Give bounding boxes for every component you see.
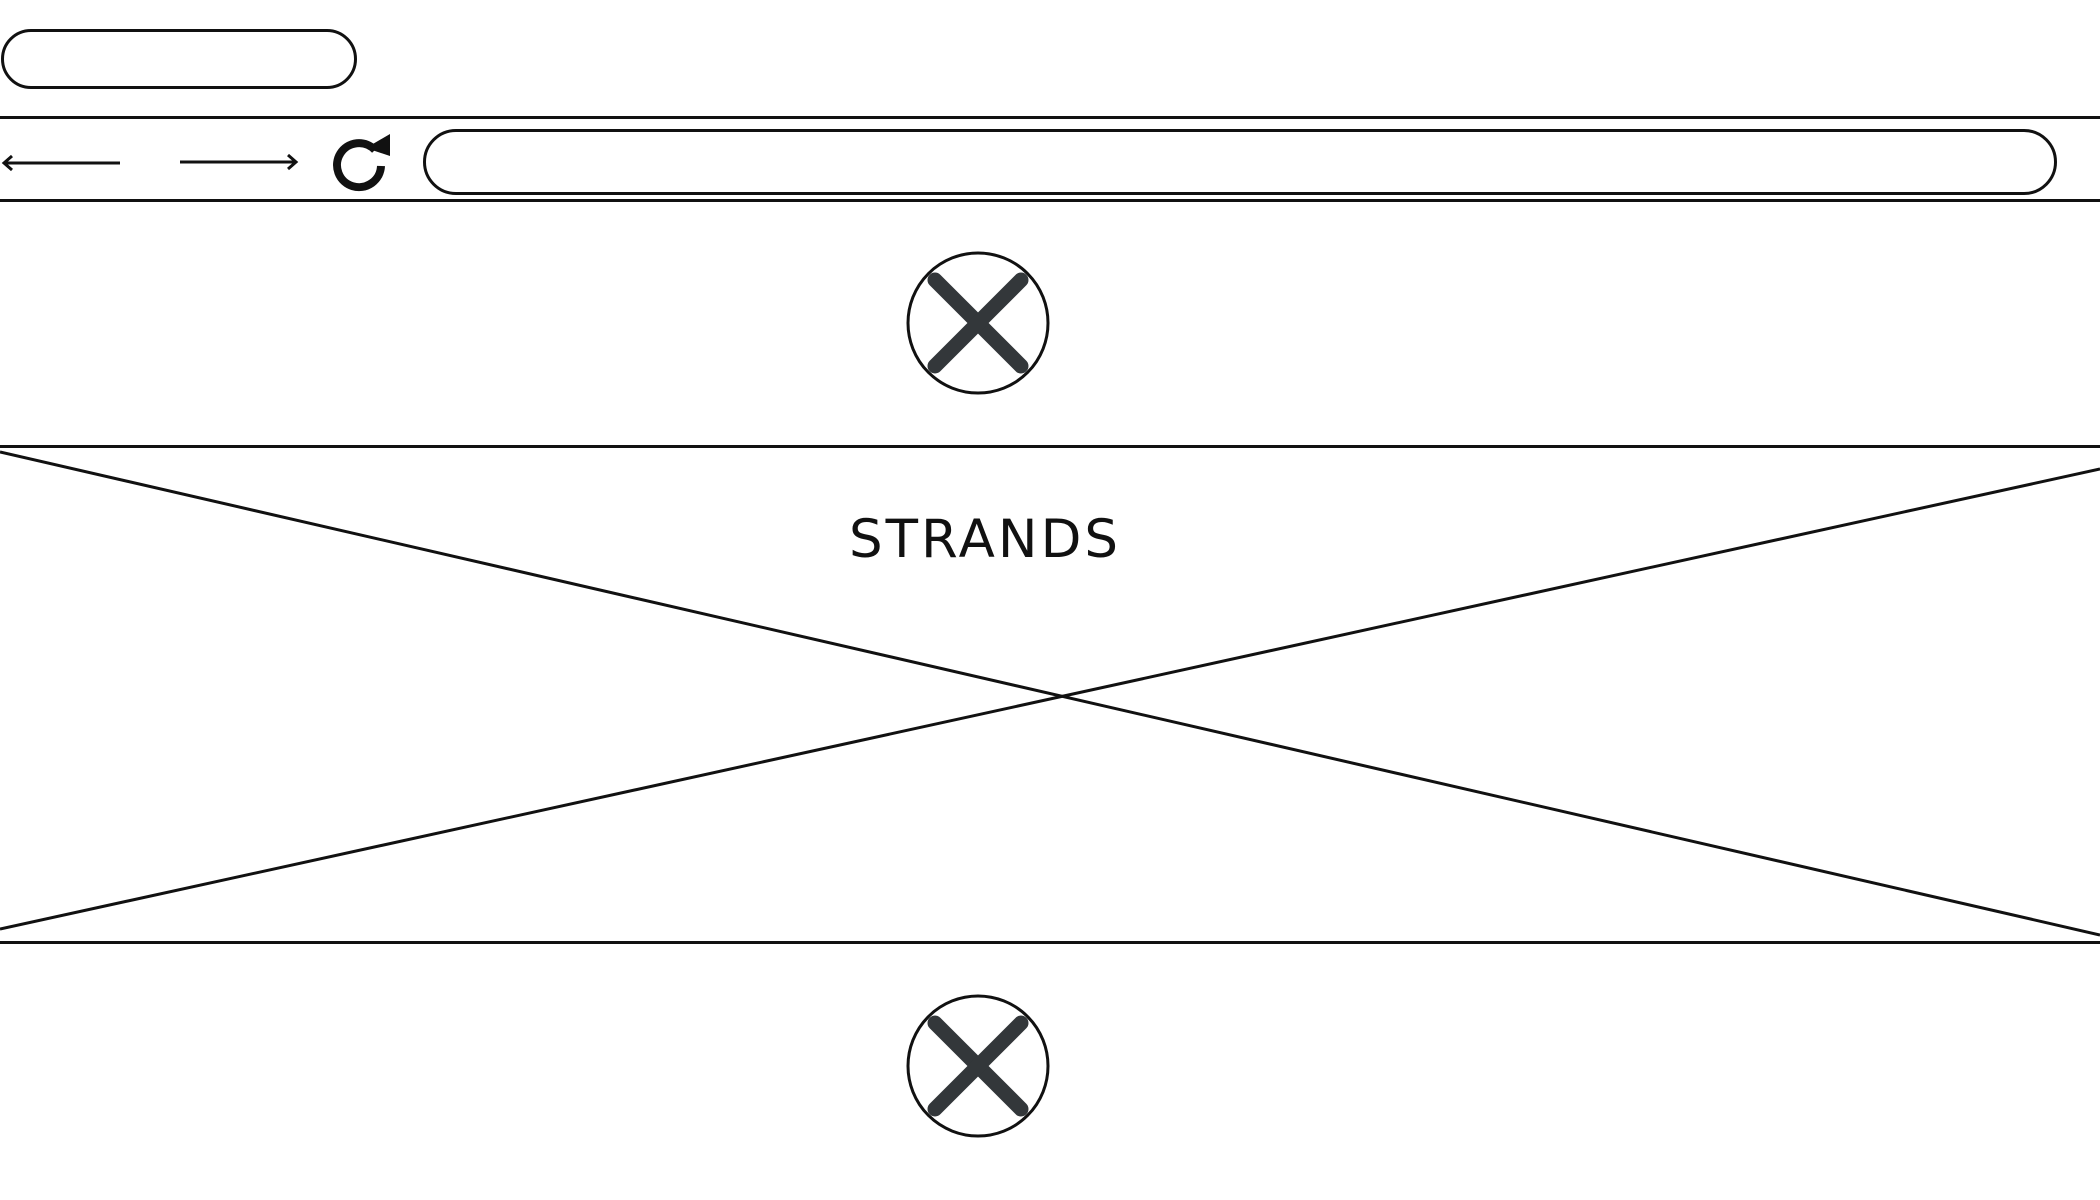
forward-button[interactable]: [178, 147, 303, 177]
reload-button[interactable]: [328, 130, 392, 194]
address-bar[interactable]: [423, 129, 2057, 195]
broken-image-icon: [906, 251, 1050, 395]
toolbar-top-border: [0, 116, 2100, 119]
hero-title: STRANDS: [848, 509, 1122, 570]
hero-image-placeholder: [0, 445, 2100, 945]
toolbar-bottom-border: [0, 199, 2100, 202]
broken-image-icon: [906, 994, 1050, 1138]
arrow-right-icon: [180, 153, 299, 171]
image-placeholder-cross: [0, 445, 2100, 944]
back-button[interactable]: [0, 148, 125, 178]
arrow-left-icon: [1, 154, 120, 172]
reload-icon: [333, 134, 390, 192]
browser-tab[interactable]: [1, 29, 357, 89]
